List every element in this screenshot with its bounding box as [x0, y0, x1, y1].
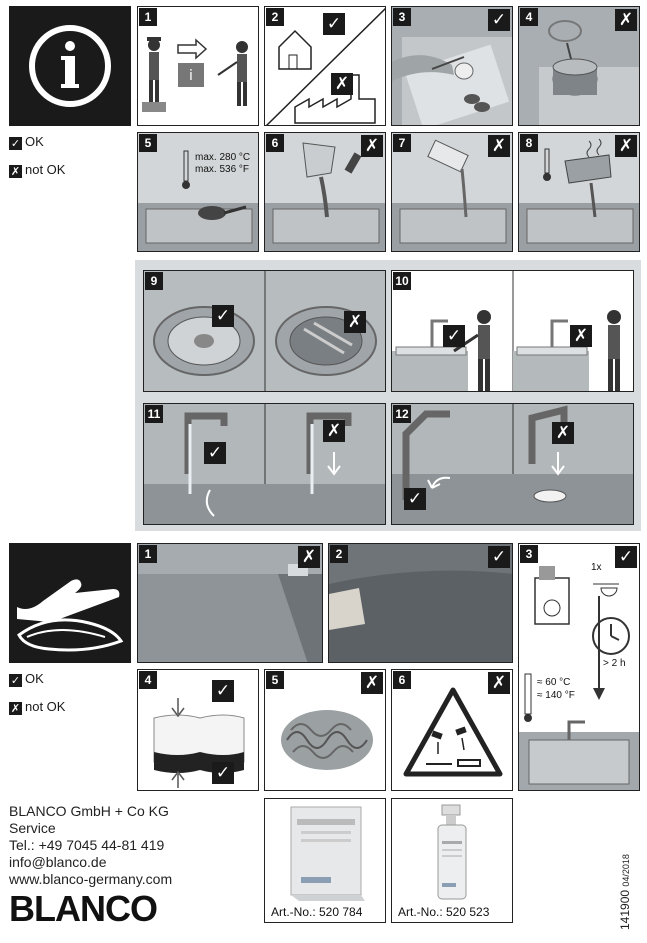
- cutting-board-illustration: [392, 37, 512, 125]
- cleaning-product-box-illustration: [290, 806, 365, 901]
- check-icon: ✓: [615, 546, 637, 568]
- spray-bottle-illustration: [437, 804, 467, 900]
- steel-wool-illustration: [281, 710, 373, 770]
- chemical-pour-illustration: [392, 139, 512, 251]
- sponge-illustration: [153, 698, 245, 788]
- company-name: BLANCO GmbH + Co KG: [9, 803, 169, 819]
- panel-11: 11 ✓ ✗: [143, 403, 386, 525]
- cleaning-panel-4: 4 ✓ ✓: [137, 669, 259, 791]
- cleaning-panel-3: 3 ✓ 1x > 2 h ≈ 60 °C ≈ 140 °F: [518, 543, 640, 791]
- panel-4: 4 ✗: [518, 6, 640, 126]
- cross-icon: ✗: [615, 9, 637, 31]
- panel-5: 5 max. 280 °C max. 536 °F: [137, 132, 259, 252]
- info-icon-box: [9, 6, 131, 126]
- check-icon: ✓: [404, 488, 426, 510]
- panel-6: 6 ✗: [264, 132, 386, 252]
- cross-icon: ✗: [552, 422, 574, 444]
- cross-icon: ✗: [361, 135, 383, 157]
- corrosive-warning-icon: [403, 687, 503, 777]
- cross-icon: ✗: [344, 311, 366, 333]
- cleaning-panel-5: 5 ✗: [264, 669, 386, 791]
- document-code: 141900 04/2018: [618, 854, 632, 930]
- heavy-pot-illustration: [539, 20, 639, 125]
- panel-1: 1 i: [137, 6, 259, 126]
- check-icon: ✓: [212, 305, 234, 327]
- temp-fahrenheit-label: ≈ 140 °F: [537, 690, 575, 701]
- company-phone[interactable]: Tel.: +49 7045 44-81 419: [9, 837, 165, 853]
- check-icon: ✓: [443, 325, 465, 347]
- panel-2: 2 ✓ ✗: [264, 6, 386, 126]
- cross-icon: ✗: [488, 672, 510, 694]
- cross-icon: ✗: [361, 672, 383, 694]
- sink-and-person-illustration: [392, 271, 621, 391]
- cross-icon: ✗: [488, 135, 510, 157]
- check-icon: ✓: [323, 13, 345, 35]
- panel-3: 3 ✓: [391, 6, 513, 126]
- product-1-art-no: Art.-No.: 520 784: [271, 905, 363, 919]
- panel-7: 7 ✗: [391, 132, 513, 252]
- paint-pour-illustration: [265, 142, 385, 251]
- check-icon: ✓: [212, 680, 234, 702]
- temp-celsius-label: ≈ 60 °C: [537, 677, 571, 688]
- panel-12: 12 ✓ ✗: [391, 403, 634, 525]
- max-temp-fahrenheit: max. 536 °F: [195, 164, 250, 175]
- blanco-logo: BLANCO: [9, 888, 158, 929]
- cross-icon: ✗: [323, 420, 345, 442]
- check-icon: ✓: [488, 9, 510, 31]
- cleaning-icon-box: [9, 543, 131, 663]
- faucet-cup-illustration: [392, 404, 633, 524]
- product-2: Art.-No.: 520 523: [391, 798, 513, 923]
- cleaning-panel-1: 1 ✗: [137, 543, 323, 663]
- max-temp-celsius: max. 280 °C: [195, 152, 251, 163]
- cross-icon: ✗: [9, 165, 22, 178]
- cross-icon: ✗: [331, 73, 353, 95]
- cleaning-panel-2: 2 ✓: [328, 543, 513, 663]
- dishwasher-timer-illustration: [519, 566, 639, 790]
- dirty-sink-illustration: [138, 564, 322, 662]
- panel-10: 10 ✓ ✗: [391, 270, 634, 392]
- home-vs-industrial-illustration: [265, 7, 385, 125]
- faucet-rinse-illustration: [144, 404, 385, 524]
- legend-ok-bottom: ✓OK: [9, 671, 44, 687]
- cleaning-panel-6: 6 ✗: [391, 669, 513, 791]
- hot-liquid-illustration: [519, 138, 639, 251]
- cross-icon: ✗: [9, 702, 22, 715]
- cross-icon: ✗: [570, 325, 592, 347]
- legend-not-ok-bottom: ✗not OK: [9, 699, 66, 715]
- company-website[interactable]: www.blanco-germany.com: [9, 871, 173, 887]
- times-label: 1x: [591, 562, 602, 573]
- company-email[interactable]: info@blanco.de: [9, 854, 107, 870]
- check-icon: ✓: [9, 674, 22, 687]
- info-icon: [29, 25, 111, 107]
- check-icon: ✓: [9, 137, 22, 150]
- check-icon: ✓: [204, 442, 226, 464]
- cross-icon: ✗: [615, 135, 637, 157]
- product-2-art-no: Art.-No.: 520 523: [398, 905, 490, 919]
- panel-9: 9 ✓ ✗: [143, 270, 386, 392]
- duration-label: > 2 h: [603, 658, 626, 669]
- check-icon: ✓: [488, 546, 510, 568]
- company-dept: Service: [9, 820, 56, 836]
- svg-text:i: i: [189, 68, 193, 84]
- cross-icon: ✗: [298, 546, 320, 568]
- product-1: Art.-No.: 520 784: [264, 798, 386, 923]
- hot-pan-illustration: [138, 150, 258, 251]
- people-registration-illustration: i: [142, 37, 248, 112]
- check-icon: ✓: [212, 762, 234, 784]
- wipe-sink-illustration: [329, 570, 512, 662]
- panel-8: 8 ✗: [518, 132, 640, 252]
- hand-cloth-icon: [17, 579, 124, 652]
- legend-ok: ✓OK: [9, 134, 44, 150]
- legend-not-ok: ✗not OK: [9, 162, 66, 178]
